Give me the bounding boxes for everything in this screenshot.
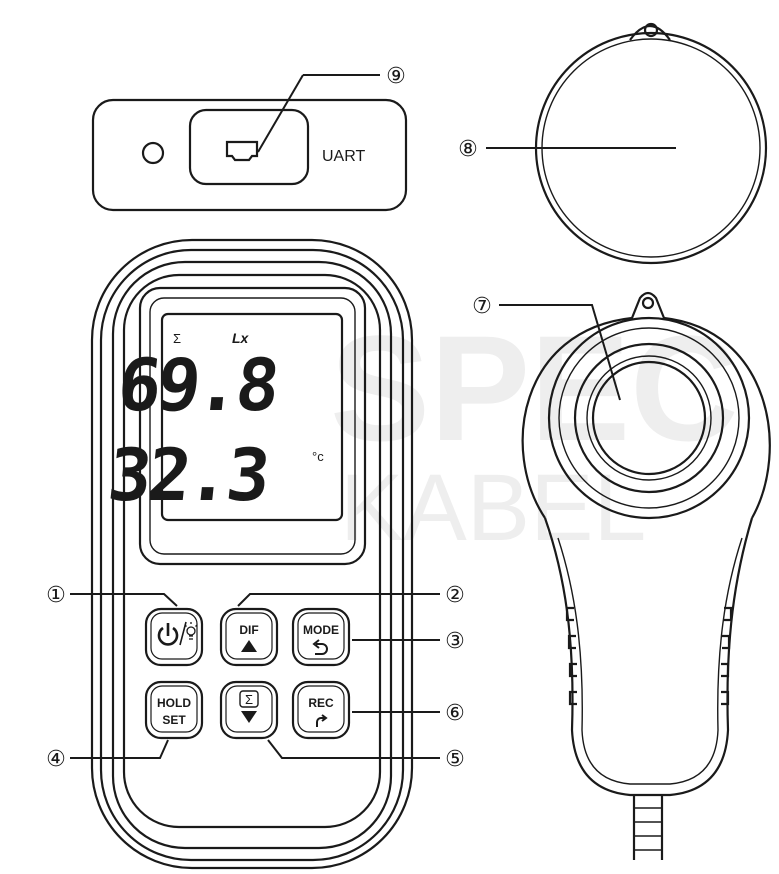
- led-indicator: [141, 141, 165, 165]
- sensor-window: [591, 360, 707, 476]
- dif-button-label: DIF: [239, 623, 258, 637]
- probe-hang-hole: [641, 296, 655, 310]
- meter-outer-shell: [90, 238, 414, 870]
- right-grip-notches: [721, 606, 733, 706]
- meter-face: [122, 273, 382, 829]
- hold-set-button[interactable]: HOLD SET: [144, 680, 204, 740]
- callout-8: ⑧: [458, 137, 478, 162]
- cap-tab-hole: [643, 22, 659, 38]
- callout-3: ③: [445, 629, 465, 654]
- callout-4: ④: [46, 747, 66, 772]
- probe-ring-4: [586, 355, 712, 481]
- mode-button-label: MODE: [303, 623, 339, 637]
- callout-9: ⑨: [386, 64, 406, 89]
- probe-handle-inner: [557, 537, 743, 785]
- probe-ring-3: [573, 342, 725, 494]
- lcd-temperature-reading: 32.3: [104, 434, 270, 518]
- return-arrow-icon: [315, 643, 328, 655]
- mini-usb-port-icon: [225, 140, 259, 162]
- power-backlight-button[interactable]: [144, 607, 204, 667]
- leader-2: [237, 593, 440, 607]
- lcd-lux-reading: 69.8: [114, 344, 280, 428]
- protective-cap: [534, 22, 768, 265]
- forward-arrow-icon: [316, 717, 325, 727]
- rec-button-label: REC: [308, 696, 334, 710]
- power-icon: [157, 626, 179, 646]
- sigma-button-label: Σ: [245, 692, 253, 707]
- leader-9-diagonal: [257, 74, 304, 153]
- cable-strain-relief: [632, 795, 664, 860]
- lcd-sigma-indicator: Σ: [173, 331, 181, 346]
- hold-button-label: HOLD: [157, 696, 191, 710]
- callout-leaders: [70, 74, 676, 759]
- lcd-temperature-unit: °c: [312, 449, 324, 464]
- lcd-content: Σ Lx 69.8 32.3 °c: [104, 330, 324, 518]
- light-sensor-probe: [521, 291, 771, 860]
- leader-7: [499, 304, 621, 401]
- meter-shell-ridge: [99, 248, 405, 862]
- leader-4: [70, 739, 169, 759]
- set-button-label: SET: [162, 713, 186, 727]
- meter-body: [90, 238, 414, 870]
- lightbulb-icon: [184, 622, 198, 640]
- down-triangle-icon: [241, 711, 257, 723]
- callout-2: ②: [445, 583, 465, 608]
- up-triangle-icon: [241, 640, 257, 652]
- callout-1: ①: [46, 583, 66, 608]
- sigma-down-button[interactable]: Σ: [219, 680, 279, 740]
- leader-5: [267, 739, 440, 759]
- callout-6: ⑥: [445, 701, 465, 726]
- watermark-line2: KABEL: [340, 455, 646, 561]
- probe-ring-2: [558, 327, 740, 509]
- keypad: DIF MODE HOLD SET Σ: [144, 607, 351, 740]
- callout-numbers: ① ② ③ ④ ⑤ ⑥ ⑦ ⑧ ⑨: [46, 64, 492, 772]
- left-grip-notches: [565, 606, 577, 706]
- uart-connector-panel: UART: [91, 98, 408, 212]
- display-bezel: [138, 286, 367, 566]
- display-bezel-inner: [149, 297, 356, 555]
- connector-panel-outline: [91, 98, 408, 212]
- cap-tab: [629, 24, 671, 41]
- rec-button[interactable]: REC: [291, 680, 351, 740]
- callout-7: ⑦: [472, 294, 492, 319]
- watermark-line1: SPEC: [330, 304, 738, 472]
- usb-port-housing: [188, 108, 310, 186]
- lcd-lux-unit: Lx: [232, 330, 250, 346]
- callout-5: ⑤: [445, 747, 465, 772]
- mode-button[interactable]: MODE: [291, 607, 351, 667]
- dif-up-button[interactable]: DIF: [219, 607, 279, 667]
- uart-label: UART: [322, 148, 365, 165]
- probe-head-outline: [521, 291, 771, 519]
- probe-outer-ring: [547, 316, 751, 520]
- lcd-window: [160, 312, 344, 522]
- leader-1: [70, 593, 178, 607]
- meter-inner-shell: [111, 260, 393, 850]
